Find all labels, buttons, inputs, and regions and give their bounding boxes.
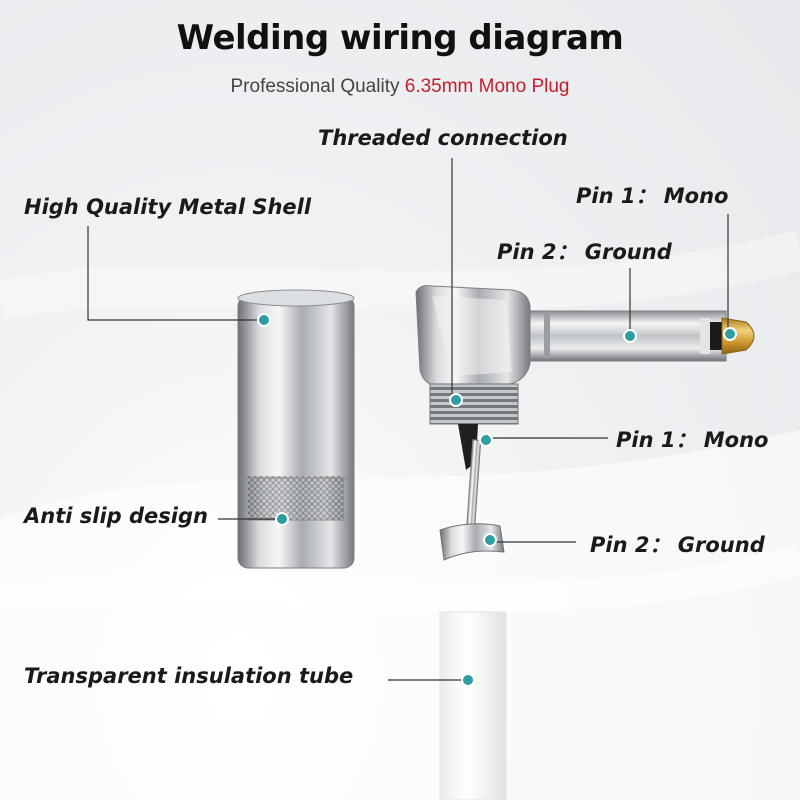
- label-threaded-connection: Threaded connection: [318, 126, 568, 150]
- metal-shell: [237, 289, 355, 569]
- subtitle-accent: 6.35mm Mono Plug: [404, 76, 570, 97]
- page-subtitle: Professional Quality 6.35mm Mono Plug: [0, 76, 800, 98]
- marker-insulation-tube: [461, 673, 475, 687]
- label-insulation-tube: Transparent insulation tube: [24, 664, 354, 688]
- pin-terminals: [439, 424, 505, 561]
- marker-threaded-connection: [449, 393, 463, 407]
- marker-pin2-sleeve: [623, 329, 637, 343]
- label-anti-slip: Anti slip design: [24, 504, 208, 528]
- label-metal-shell: High Quality Metal Shell: [24, 195, 312, 219]
- leader-lines: [87, 158, 729, 681]
- label-pin1-terminal: Pin 1： Mono: [616, 428, 769, 452]
- marker-dots: [257, 313, 737, 687]
- label-pin2-terminal: Pin 2： Ground: [590, 533, 765, 557]
- insulation-tube: [439, 611, 507, 800]
- marker-anti-slip: [275, 512, 289, 526]
- marker-pin1-tip: [723, 327, 737, 341]
- marker-pin1-terminal: [479, 433, 493, 447]
- plug-head: [415, 285, 755, 425]
- marker-metal-shell: [257, 313, 271, 327]
- page-title: Welding wiring diagram: [176, 18, 624, 58]
- subtitle-prefix: Professional Quality: [230, 76, 405, 97]
- label-pin1-tip: Pin 1： Mono: [576, 184, 729, 208]
- label-pin2-sleeve: Pin 2： Ground: [497, 240, 672, 264]
- marker-pin2-terminal: [483, 533, 497, 547]
